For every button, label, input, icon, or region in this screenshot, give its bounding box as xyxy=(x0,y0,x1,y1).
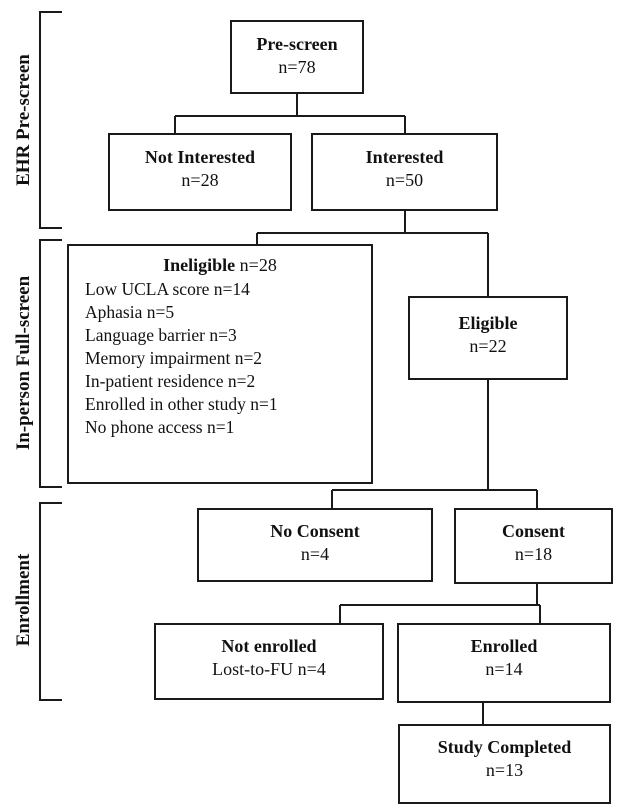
bracket-full xyxy=(39,239,62,488)
box-study-completed: Study Completed n=13 xyxy=(398,724,611,804)
box-prescreen: Pre-screen n=78 xyxy=(230,20,364,94)
phase-label-enroll: Enrollment xyxy=(13,553,34,647)
bracket-ehr xyxy=(39,11,62,229)
study-completed-count: n=13 xyxy=(485,760,524,781)
interested-title: Interested xyxy=(365,147,444,167)
ineligible-reason: Enrolled in other study n=1 xyxy=(85,394,278,415)
ineligible-reason: No phone access n=1 xyxy=(85,417,235,438)
link-eligible xyxy=(331,380,538,508)
bracket-enroll xyxy=(39,502,62,701)
ineligible-title: Ineligible xyxy=(163,255,236,275)
box-ineligible: Ineligible n=28 Low UCLA score n=14 Apha… xyxy=(67,244,373,484)
consent-count: n=18 xyxy=(514,544,553,565)
box-eligible: Eligible n=22 xyxy=(408,296,568,380)
prescreen-count: n=78 xyxy=(278,57,316,78)
ineligible-reason: In-patient residence n=2 xyxy=(85,371,256,392)
ineligible-heading: Ineligible n=28 xyxy=(85,254,371,278)
box-not-interested: Not Interested n=28 xyxy=(108,133,292,211)
link-consent xyxy=(339,584,541,623)
not-interested-count: n=28 xyxy=(181,170,219,191)
no-consent-title: No Consent xyxy=(270,521,360,541)
ineligible-reason: Language barrier n=3 xyxy=(85,324,237,345)
no-consent-count: n=4 xyxy=(300,544,330,565)
eligible-title: Eligible xyxy=(458,313,518,333)
prescreen-title: Pre-screen xyxy=(256,34,338,54)
link-prescreen xyxy=(174,94,406,133)
consent-title: Consent xyxy=(501,521,565,541)
interested-count: n=50 xyxy=(385,170,424,191)
enrolled-count: n=14 xyxy=(485,659,523,680)
not-interested-title: Not Interested xyxy=(144,147,256,167)
link-interested xyxy=(256,211,489,296)
ineligible-count: n=28 xyxy=(235,255,277,275)
phase-label-full: In-person Full-screen xyxy=(13,275,34,451)
box-consent: Consent n=18 xyxy=(454,508,613,584)
box-no-consent: No Consent n=4 xyxy=(197,508,433,582)
not-enrolled-reason: Lost-to-FU n=4 xyxy=(212,659,326,680)
box-interested: Interested n=50 xyxy=(311,133,498,211)
box-not-enrolled: Not enrolled Lost-to-FU n=4 xyxy=(154,623,384,700)
phase-label-ehr: EHR Pre-screen xyxy=(13,54,34,186)
not-enrolled-title: Not enrolled xyxy=(221,636,317,656)
eligible-count: n=22 xyxy=(469,336,507,357)
ineligible-reason: Aphasia n=5 xyxy=(85,301,175,322)
box-enrolled: Enrolled n=14 xyxy=(397,623,611,703)
study-completed-title: Study Completed xyxy=(437,737,572,757)
ineligible-reason: Low UCLA score n=14 xyxy=(85,278,250,299)
ineligible-reason: Memory impairment n=2 xyxy=(85,348,263,369)
enrolled-title: Enrolled xyxy=(470,636,538,656)
